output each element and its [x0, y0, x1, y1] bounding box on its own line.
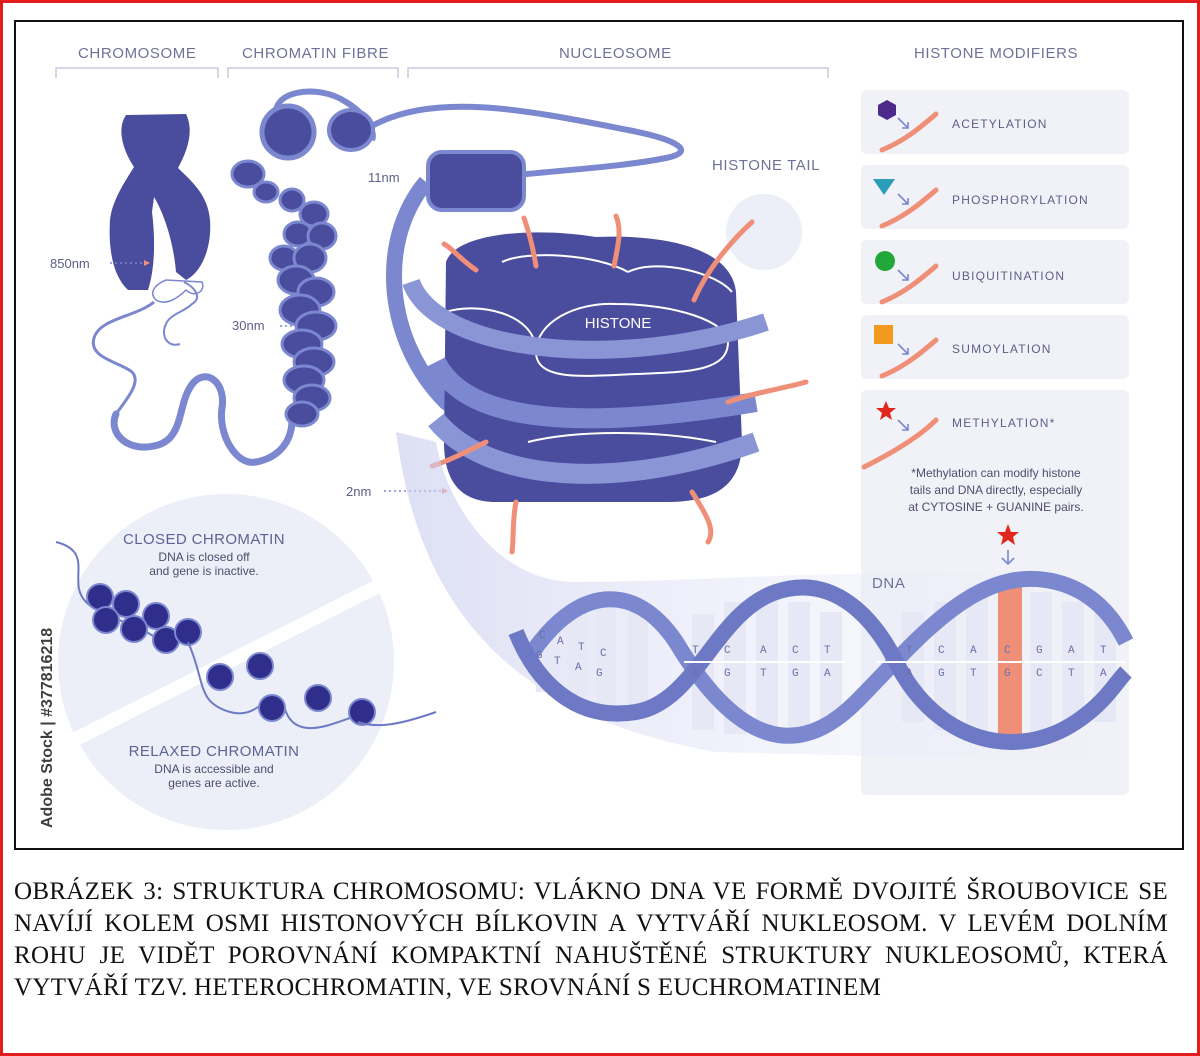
modifier-ubiquitination: UBIQUITINATION: [875, 251, 1065, 305]
dna-bases-mid: T C A C T A G T G A: [692, 645, 831, 680]
closed-chromatin-line2: and gene is inactive.: [149, 564, 258, 578]
dna-base: G: [938, 668, 945, 680]
dna-base: G: [536, 650, 543, 662]
modifier-label: METHYLATION*: [952, 416, 1056, 430]
dna-base: T: [692, 645, 699, 657]
dna-base: T: [906, 645, 913, 657]
histone-tail-inset: [726, 194, 802, 270]
histone-tail-label: HISTONE TAIL: [712, 157, 820, 174]
dna-base: G: [1004, 668, 1011, 680]
dna-base: T: [760, 668, 767, 680]
modifier-methylation: METHYLATION*: [861, 401, 1056, 470]
histone-label: HISTONE: [585, 315, 651, 332]
modifier-acetylation: ACETYLATION: [878, 100, 1048, 153]
dna-base: C: [1036, 668, 1043, 680]
circle-icon: [875, 251, 895, 271]
dna-base: A: [824, 668, 831, 680]
section-nucleosome: NUCLEOSOME: [559, 45, 672, 62]
dna-base: A: [557, 636, 564, 648]
methylation-note-line3: at CYTOSINE + GUANINE pairs.: [908, 500, 1084, 514]
section-chromosome: CHROMOSOME: [78, 45, 197, 62]
figure-caption: OBRÁZEK 3: STRUKTURA CHROMOSOMU: VLÁKNO …: [14, 878, 1168, 1001]
chromatin-comparison: [54, 494, 437, 830]
dna-base: A: [692, 668, 699, 680]
dna-base: G: [792, 668, 799, 680]
relaxed-chromatin-title: RELAXED CHROMATIN: [129, 743, 300, 760]
scale-850nm: 850nm: [50, 256, 90, 271]
dna-base: C: [938, 645, 945, 657]
dna-base: C: [1004, 645, 1011, 657]
triangle-icon: [873, 179, 895, 195]
scale-2nm: 2nm: [346, 484, 371, 499]
dna-base: A: [970, 645, 977, 657]
dna-base: T: [1100, 645, 1107, 657]
chromosome-drawing: [91, 114, 296, 466]
methyl-star-icon: [997, 524, 1019, 545]
square-icon: [874, 325, 893, 344]
dna-base: T: [970, 668, 977, 680]
dna-base: C: [539, 630, 546, 642]
scale-11nm: 11nm: [368, 170, 400, 185]
star-icon: [876, 401, 896, 420]
section-histone-modifiers: HISTONE MODIFIERS: [914, 45, 1078, 62]
relaxed-chromatin-line2: genes are active.: [168, 776, 259, 790]
modifier-label: SUMOYLATION: [952, 342, 1052, 356]
watermark: Adobe Stock | #377816218: [39, 628, 56, 828]
dna-base: C: [600, 648, 607, 660]
hexagon-icon: [878, 100, 896, 120]
dna-bases-left: C A T C G T A G: [536, 630, 607, 680]
modifier-label: UBIQUITINATION: [952, 269, 1065, 283]
dna-base: T: [578, 642, 585, 654]
section-brackets: [55, 67, 829, 78]
dna-base: A: [760, 645, 767, 657]
chromatin-fibre-drawing: [230, 88, 684, 428]
modifier-phosphorylation: PHOSPHORYLATION: [873, 179, 1089, 229]
closed-chromatin-line1: DNA is closed off: [158, 550, 250, 564]
dna-base: G: [724, 668, 731, 680]
dna-bases-right: T C A C G A T A G T G C T A: [906, 645, 1107, 680]
nucleosome-drawing: HISTONE: [402, 150, 809, 555]
dna-label: DNA: [872, 575, 905, 592]
dna-base: T: [824, 645, 831, 657]
dna-base: G: [596, 668, 603, 680]
methylation-note-line2: tails and DNA directly, especially: [910, 483, 1083, 497]
modifier-label: ACETYLATION: [952, 117, 1048, 131]
dna-base: A: [1068, 645, 1075, 657]
dna-base: C: [724, 645, 731, 657]
modifier-label: PHOSPHORYLATION: [952, 193, 1089, 207]
dna-base: A: [1100, 668, 1107, 680]
arrow-down-icon: [1001, 550, 1015, 566]
chromosome-structure-diagram: CHROMOSOME CHROMATIN FIBRE NUCLEOSOME HI…: [39, 45, 1134, 830]
scale-30nm: 30nm: [232, 318, 265, 333]
figure-box: CHROMOSOME CHROMATIN FIBRE NUCLEOSOME HI…: [14, 20, 1184, 850]
dna-double-helix: [396, 432, 1134, 762]
dna-base: C: [792, 645, 799, 657]
methylation-note-line1: *Methylation can modify histone: [911, 466, 1081, 480]
dna-base: G: [1036, 645, 1043, 657]
dna-base: T: [554, 656, 561, 668]
section-chromatin-fibre: CHROMATIN FIBRE: [242, 45, 389, 62]
dna-base: T: [1068, 668, 1075, 680]
relaxed-chromatin-line1: DNA is accessible and: [154, 762, 273, 776]
closed-chromatin-title: CLOSED CHROMATIN: [123, 531, 285, 548]
dna-base: A: [906, 668, 913, 680]
modifier-sumoylation: SUMOYLATION: [874, 325, 1052, 379]
dna-base: A: [575, 662, 582, 674]
